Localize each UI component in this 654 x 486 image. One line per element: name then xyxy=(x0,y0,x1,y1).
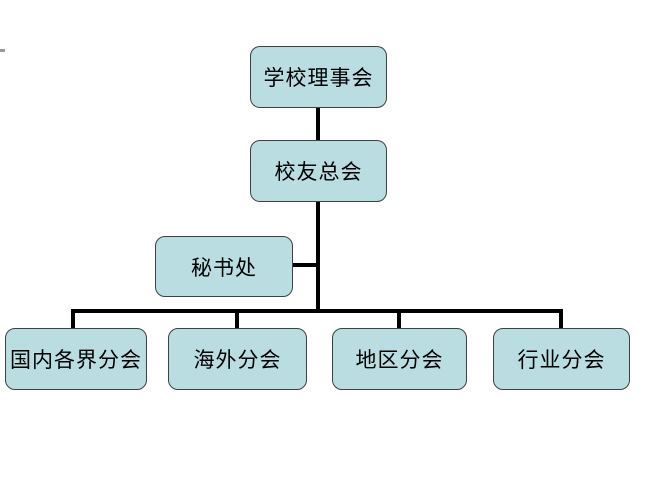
org-node-regional-branches-label: 地区分会 xyxy=(355,348,444,372)
org-node-overseas-branches-label: 海外分会 xyxy=(193,348,282,372)
org-node-industry-branches-label: 行业分会 xyxy=(517,348,606,372)
connector-drop-domestic xyxy=(71,309,75,330)
org-node-secretariat-label: 秘书处 xyxy=(191,255,257,280)
org-node-domestic-branches-label: 国内各界分会 xyxy=(10,348,142,372)
org-node-regional-branches: 地区分会 xyxy=(332,328,467,390)
connector-secretariat-branch xyxy=(292,263,318,267)
connector-drop-industry xyxy=(559,309,563,330)
connector-alumni-trunk xyxy=(316,201,320,311)
left-edge-artifact xyxy=(0,49,5,52)
connector-drop-regional xyxy=(397,309,401,330)
org-node-school-board: 学校理事会 xyxy=(250,46,387,108)
org-node-secretariat: 秘书处 xyxy=(155,236,293,297)
org-node-domestic-branches: 国内各界分会 xyxy=(5,328,147,390)
connector-horizontal-bus xyxy=(71,309,563,313)
org-node-industry-branches: 行业分会 xyxy=(493,328,630,390)
connector-board-alumni xyxy=(316,107,320,142)
org-node-alumni-association-label: 校友总会 xyxy=(274,160,363,184)
org-node-alumni-association: 校友总会 xyxy=(250,140,387,202)
connector-drop-overseas xyxy=(235,309,239,330)
org-node-overseas-branches: 海外分会 xyxy=(168,328,307,390)
org-node-school-board-label: 学校理事会 xyxy=(263,66,374,90)
